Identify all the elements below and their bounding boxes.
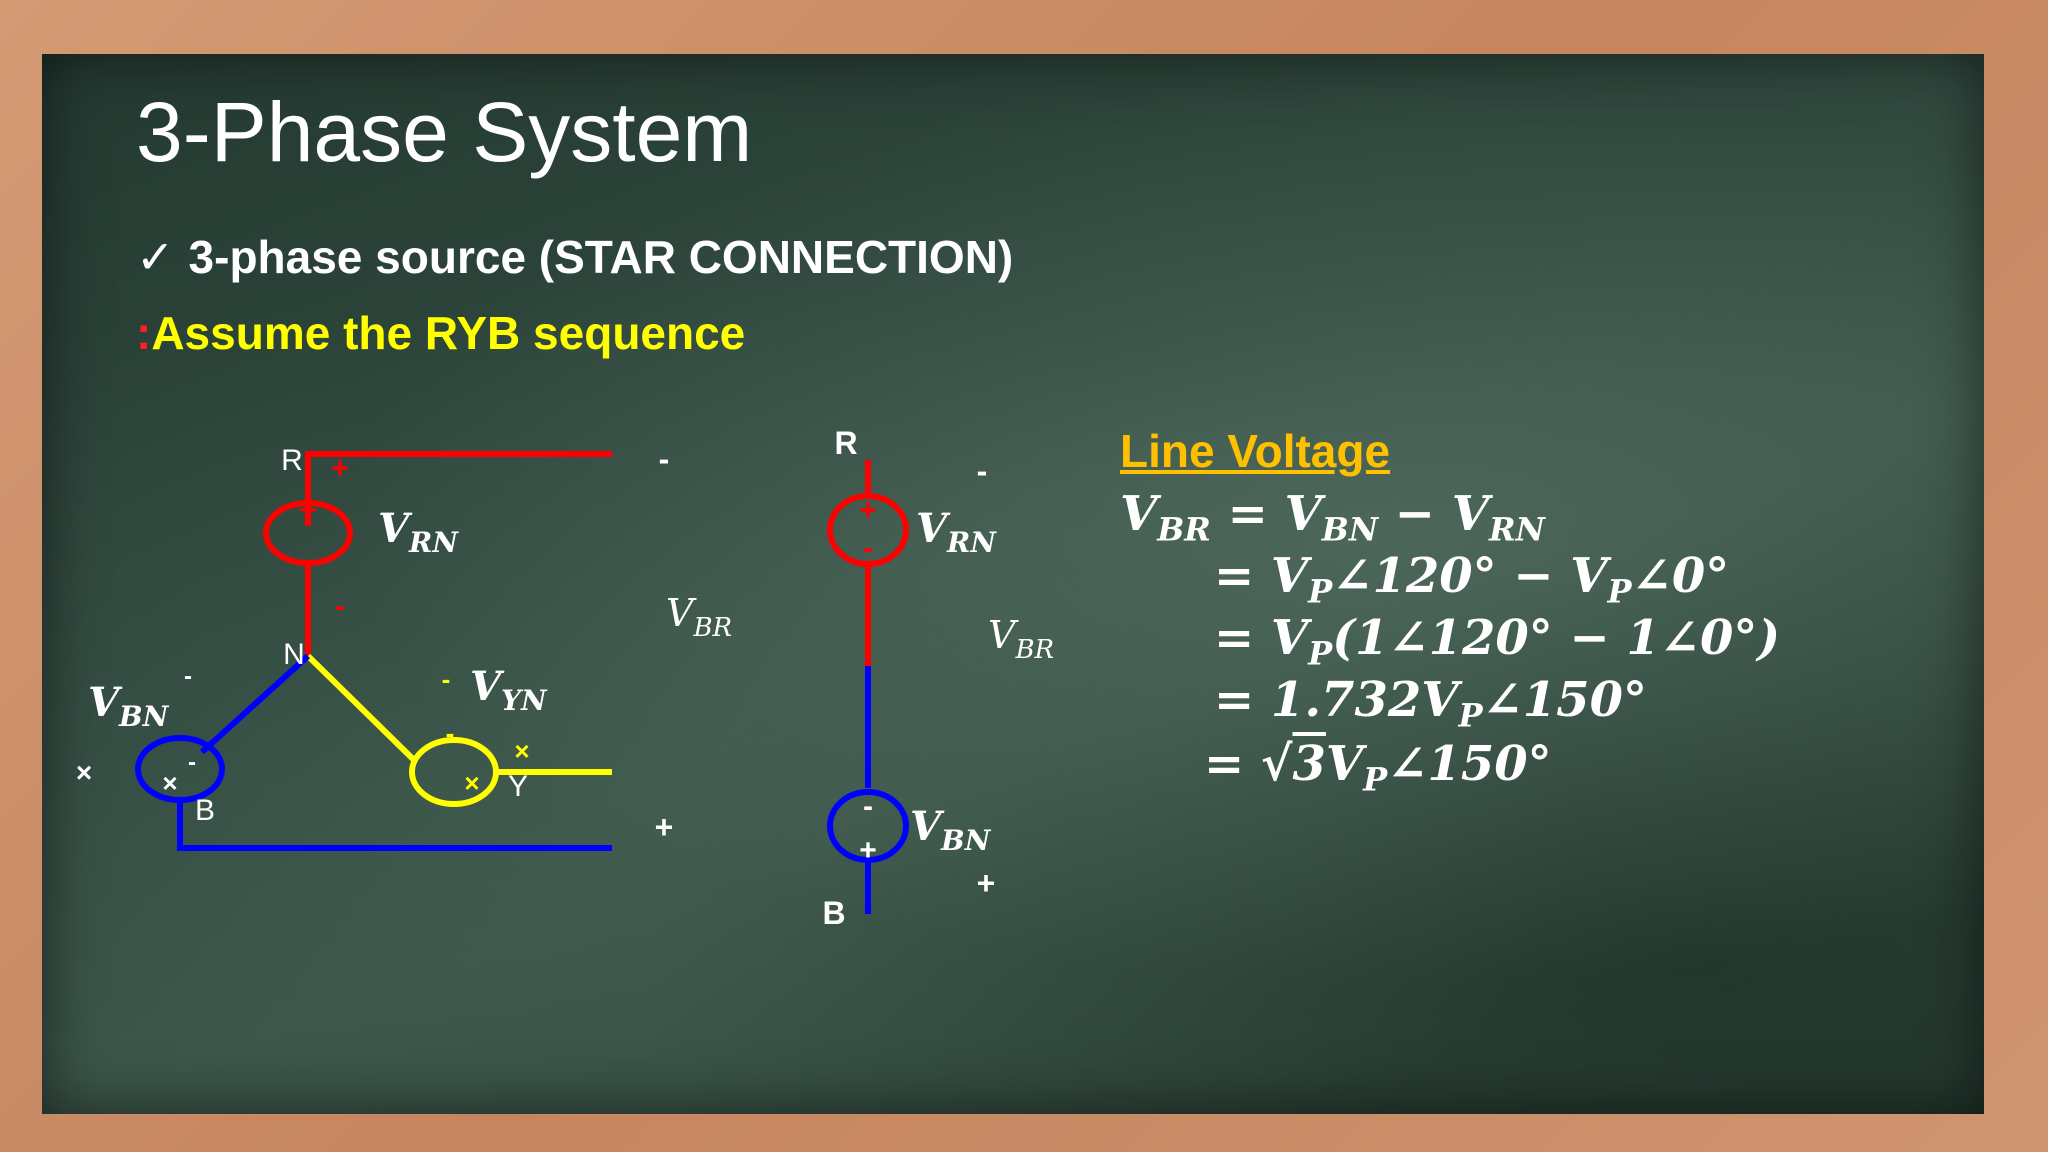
- equation-line-3: = VP(1∠120° − 1∠0°): [1214, 610, 1781, 673]
- equation-line-2: = VP∠120° − VP∠0°: [1214, 548, 1730, 611]
- series-red-minus: -: [863, 532, 873, 565]
- label-v-rn: VRN: [378, 505, 459, 559]
- blue-mark-label: -: [184, 663, 192, 690]
- label-v-br: VBR: [666, 591, 732, 643]
- blue-cross-left: ×: [76, 757, 92, 788]
- red-wire-minus: -: [335, 590, 345, 623]
- node-label-r: R: [281, 444, 303, 477]
- node-label-y: Y: [508, 770, 528, 803]
- blue-mark-top: -: [188, 749, 196, 776]
- equation-line-4: = 1.732VP∠150°: [1214, 672, 1647, 735]
- blue-phase-source: [135, 735, 225, 803]
- series-blue-minus: -: [863, 790, 873, 823]
- yellow-cross-right: ×: [514, 736, 529, 766]
- blue-phase-wire-out: [177, 800, 612, 851]
- red-source-plus: +: [299, 494, 317, 527]
- yellow-mark-label: -: [442, 664, 451, 694]
- red-phase-wire: [305, 451, 612, 526]
- series-terminal-plus: +: [977, 865, 996, 901]
- series-red-plus: +: [859, 494, 877, 527]
- series-node-b: B: [822, 895, 845, 931]
- equation-line-5: = √3VP∠150°: [1204, 736, 1552, 799]
- red-wire-plus: +: [331, 452, 349, 485]
- chalkboard: 3-Phase System ✓3-phase source (STAR CON…: [42, 54, 1984, 1114]
- blue-phase-wire: [199, 653, 311, 755]
- star-connection-diagram: R N B Y + + - - + - × × - × × - - VRN: [76, 441, 732, 851]
- circuit-diagrams: R N B Y + + - - + - × × - × × - - VRN: [76, 425, 1054, 931]
- line-voltage-heading: Line Voltage: [1120, 425, 1391, 477]
- series-terminal-minus: -: [977, 453, 988, 489]
- series-label-v-bn: VBN: [910, 803, 992, 857]
- yellow-phase-source: [409, 737, 499, 807]
- yellow-phase-wire: [305, 653, 417, 763]
- slide-title: 3-Phase System: [136, 85, 753, 179]
- label-v-bn: VBN: [88, 679, 170, 733]
- assumption-line: :Assume the RYB sequence: [136, 306, 745, 360]
- series-node-r: R: [834, 425, 857, 461]
- assumption-text: Assume the RYB sequence: [151, 307, 746, 359]
- terminal-plus-bottom: +: [655, 809, 674, 845]
- assumption-colon: :: [136, 307, 152, 359]
- series-path-diagram: R B + - - + - + VRN VBN VBR: [822, 425, 1054, 931]
- bullet-text: 3-phase source (STAR CONNECTION): [188, 231, 1014, 283]
- node-label-b: B: [195, 794, 215, 827]
- bullet-point: ✓3-phase source (STAR CONNECTION): [136, 230, 1013, 284]
- series-label-v-br: VBR: [988, 613, 1054, 665]
- equation-line-1: VBR = VBN − VRN: [1120, 486, 1545, 549]
- label-v-yn: VYN: [470, 663, 548, 717]
- node-label-n: N: [283, 638, 305, 671]
- check-mark-icon: ✓: [136, 231, 175, 283]
- blue-cross-bottom: ×: [162, 768, 177, 798]
- series-label-v-rn: VRN: [916, 505, 997, 559]
- yellow-mark-top: -: [446, 718, 455, 748]
- terminal-minus-top: -: [659, 441, 670, 477]
- yellow-cross-bottom: ×: [464, 768, 479, 798]
- series-blue-plus: +: [859, 834, 877, 867]
